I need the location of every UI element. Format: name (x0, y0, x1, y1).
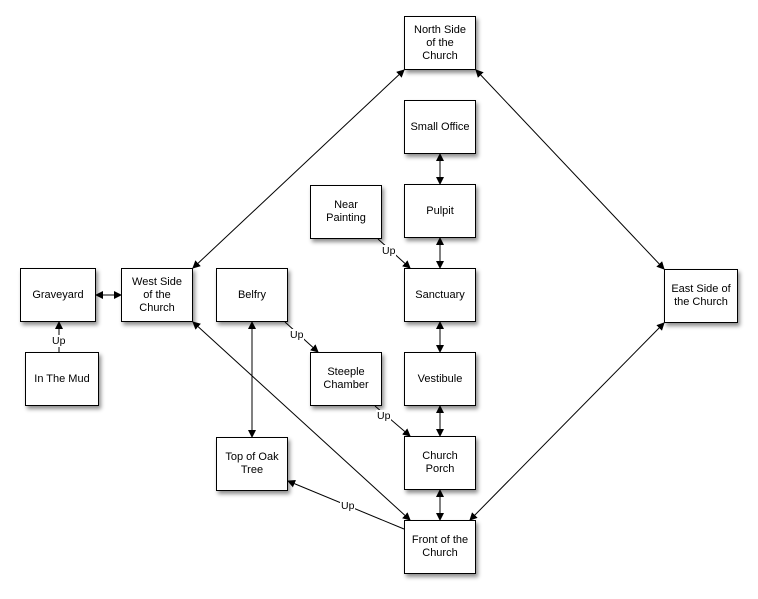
node-vestibule: Vestibule (404, 352, 476, 406)
node-east: East Side of the Church (664, 269, 738, 323)
edge-east-front (469, 322, 665, 521)
node-steeple: Steeple Chamber (310, 352, 382, 406)
node-sanctuary: Sanctuary (404, 268, 476, 322)
edge-label-in_the_mud-graveyard: Up (51, 335, 67, 347)
node-oak-tree: Top of Oak Tree (216, 437, 288, 491)
node-porch: Church Porch (404, 436, 476, 490)
node-belfry: Belfry (216, 268, 288, 322)
edge-west-front (192, 321, 411, 521)
node-near-painting: Near Painting (310, 185, 382, 239)
edge-north-east (475, 69, 665, 270)
edge-label-belfry-steeple: Up (289, 329, 305, 341)
edge-label-near_painting-sanctuary: Up (381, 245, 397, 257)
node-west: West Side of the Church (121, 268, 193, 322)
edge-label-steeple-porch: Up (376, 410, 392, 422)
edge-label-front-oak_tree: Up (340, 500, 356, 512)
edge-north-west (192, 69, 405, 269)
node-in-the-mud: In The Mud (25, 352, 99, 406)
node-front: Front of the Church (404, 520, 476, 574)
node-north: North Side of the Church (404, 16, 476, 70)
node-small-office: Small Office (404, 100, 476, 154)
node-pulpit: Pulpit (404, 184, 476, 238)
node-graveyard: Graveyard (20, 268, 96, 322)
